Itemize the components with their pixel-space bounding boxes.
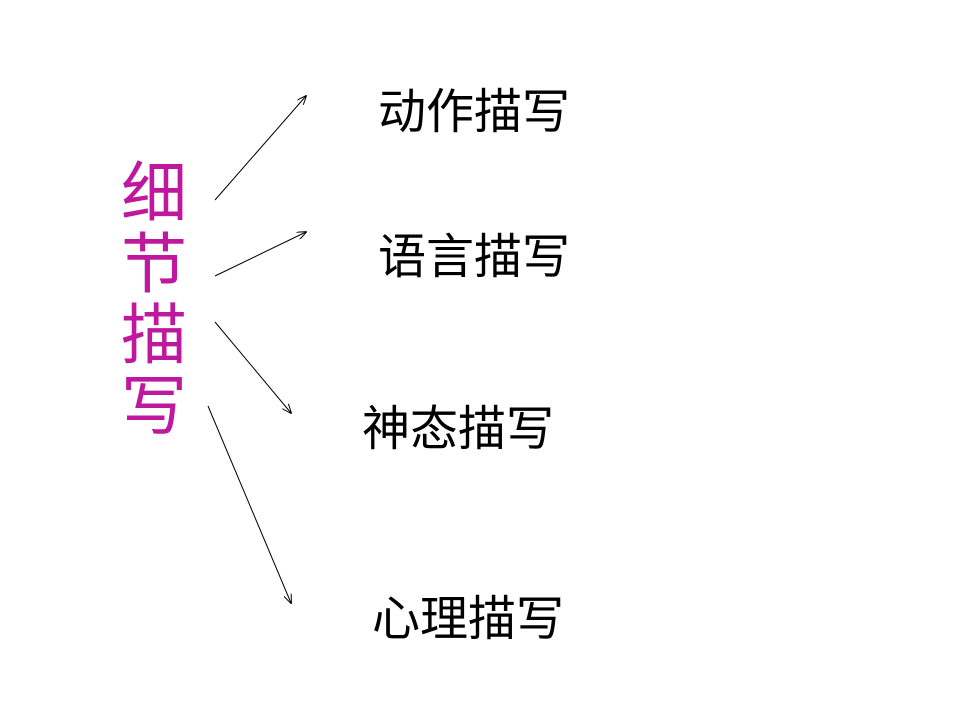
arrow-to-branch-2 xyxy=(214,321,291,413)
root-topic-char: 描 xyxy=(121,297,187,374)
arrow-to-branch-0 xyxy=(214,96,306,201)
branch-label-psychology: 心理描写 xyxy=(372,591,565,647)
arrow-to-branch-1 xyxy=(214,232,306,277)
root-topic-label: 细 节 描 写 xyxy=(118,158,190,442)
branch-label-action: 动作描写 xyxy=(378,84,571,140)
root-topic-char: 节 xyxy=(121,226,187,303)
arrow-to-branch-3 xyxy=(207,405,291,603)
branch-label-expression: 神态描写 xyxy=(362,401,555,457)
root-topic-char: 细 xyxy=(121,155,187,232)
branch-label-speech: 语言描写 xyxy=(378,229,571,285)
root-topic-char: 写 xyxy=(121,368,187,445)
